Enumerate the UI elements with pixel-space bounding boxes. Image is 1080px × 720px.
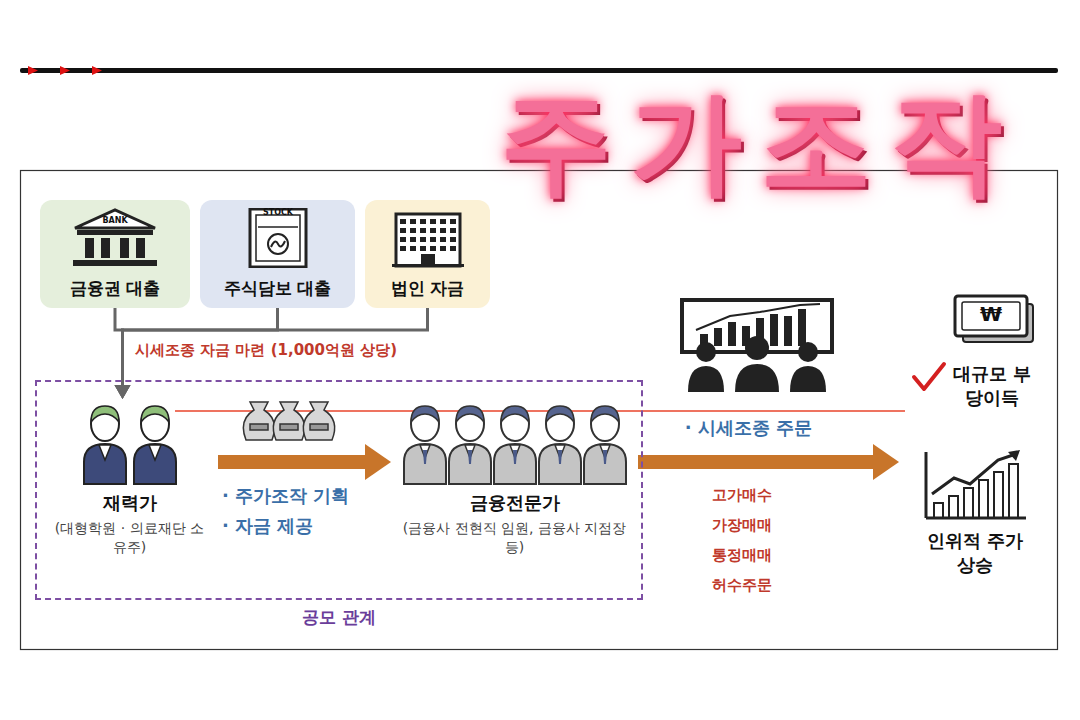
title: 주가조작 [500, 68, 1020, 219]
icon [400, 400, 630, 485]
icon [80, 400, 180, 485]
icon-text: BANK [102, 216, 127, 225]
icon [228, 208, 328, 268]
icon [378, 208, 478, 268]
method-label: 가장매매 [712, 516, 772, 535]
profit-label: 대규모 부당이득 [950, 362, 1034, 411]
node-note: (금융사 전현직 임원, 금융사 지점장 등) [400, 519, 630, 557]
node-note: (대형학원 · 의료재단 소유주) [55, 519, 205, 557]
group-label: 공모 관계 [37, 606, 641, 629]
fund-box: 법인 자금 [365, 200, 490, 308]
money-bags-icon [243, 402, 334, 440]
method-label: 허수주문 [712, 576, 772, 595]
box-label: 법인 자금 [391, 277, 465, 300]
connector [218, 444, 391, 480]
connector [638, 444, 899, 480]
money-bill-icon [955, 296, 1033, 342]
actor-node: 재력가 (대형학원 · 의료재단 소유주) [47, 400, 212, 557]
box-label: 주식담보 대출 [224, 277, 332, 300]
icon-text: STOCK [263, 208, 293, 217]
role-note: · 자금 제공 [222, 514, 313, 538]
check-mark [914, 364, 944, 389]
node-heading: 인위적 주가 상승 [925, 529, 1025, 577]
actor-node: 금융전문가 (금융사 전현직 임원, 금융사 지점장 등) [397, 400, 632, 557]
currency-sign: ₩ [980, 302, 1002, 326]
node-heading: 금융전문가 [470, 491, 560, 515]
node-heading: 재력가 [103, 491, 157, 515]
funding-note: 시세조종 자금 마련 (1,000억원 상당) [135, 341, 397, 360]
connector [115, 308, 428, 399]
method-label: 통정매매 [712, 546, 772, 565]
result-node: 인위적 주가 상승 [905, 448, 1045, 577]
role-note: · 주가조작 기획 [222, 484, 349, 508]
method-label: 고가매수 [712, 486, 772, 505]
icon [920, 448, 1030, 523]
edge-label: · 시세조종 주문 [685, 416, 812, 440]
box-label: 금융권 대출 [70, 277, 161, 300]
trading-screen-icon [682, 300, 832, 392]
